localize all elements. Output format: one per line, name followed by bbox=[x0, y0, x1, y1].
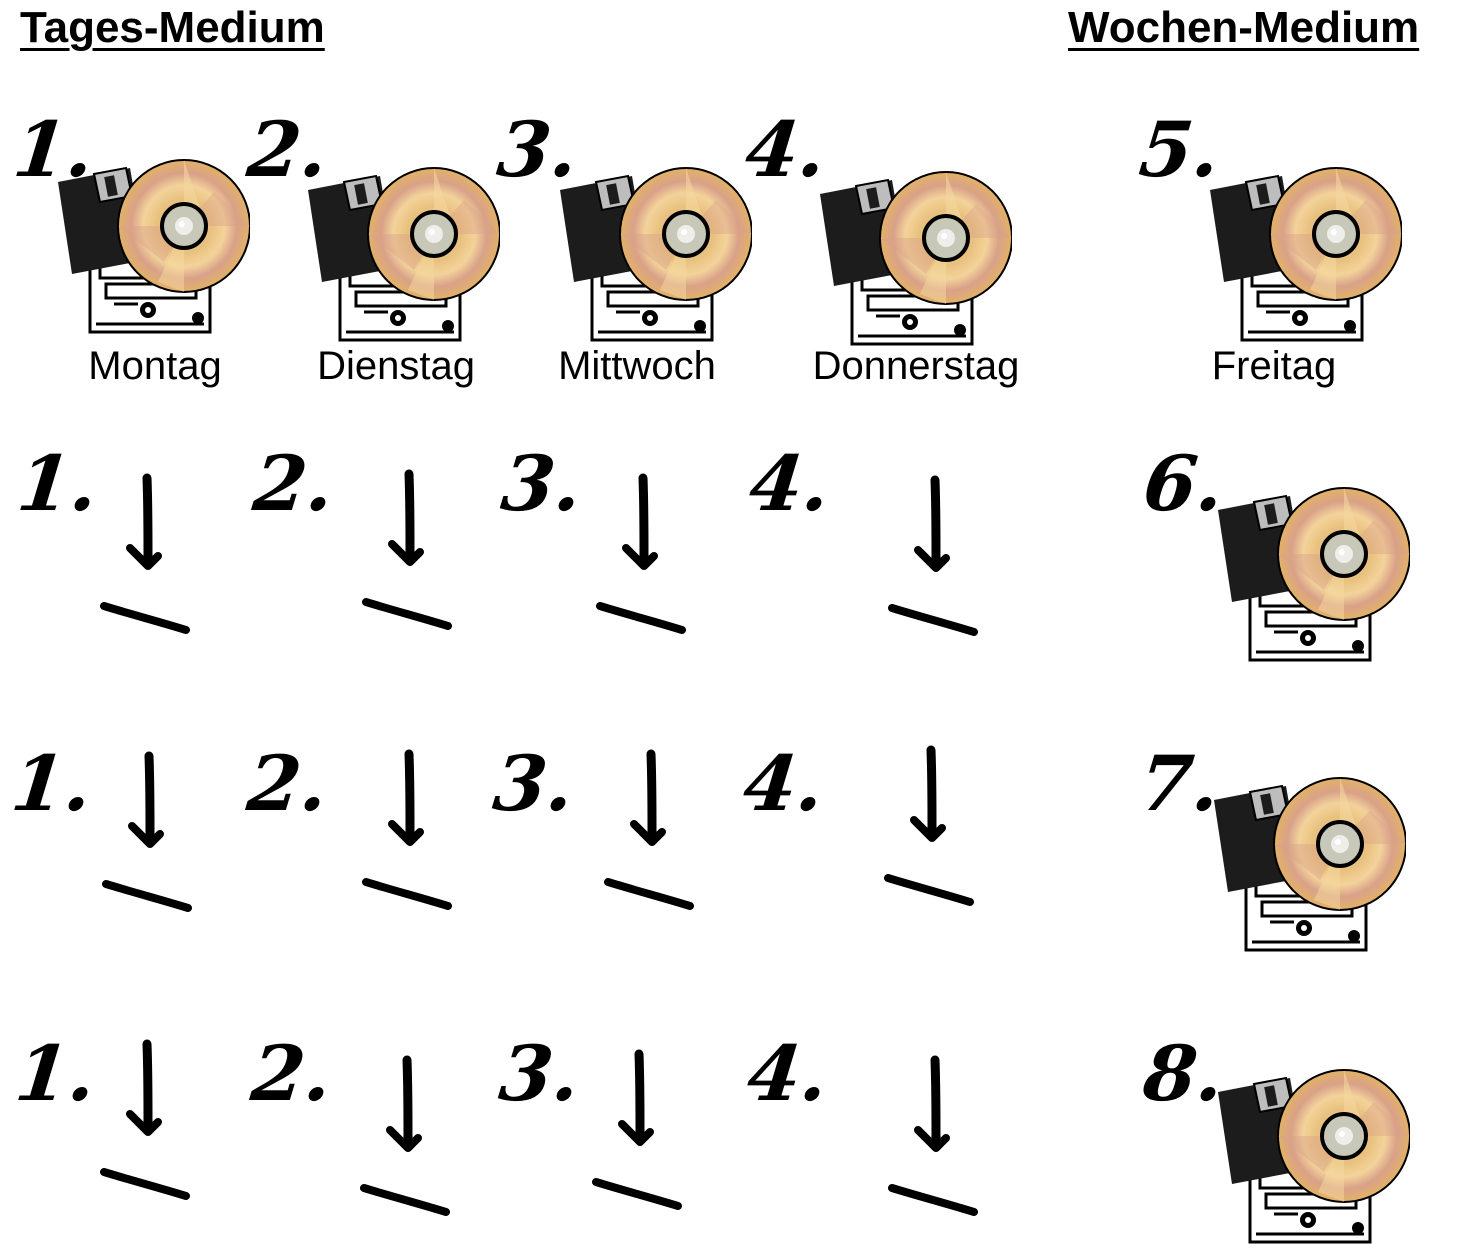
backup-media-icon bbox=[54, 152, 250, 336]
backup-media-icon bbox=[1210, 770, 1406, 954]
day-number-4: 4. bbox=[739, 739, 829, 828]
reuse-marker-icon bbox=[102, 748, 198, 928]
day-label-monday: Montag bbox=[88, 344, 222, 388]
day-number-4: 4. bbox=[743, 1029, 833, 1118]
day-number-2: 2. bbox=[247, 1029, 337, 1118]
backup-media-icon bbox=[304, 160, 500, 344]
reuse-marker-icon bbox=[362, 466, 458, 646]
weekly-media-heading: Wochen-Medium bbox=[1068, 3, 1420, 52]
day-label-friday: Freitag bbox=[1211, 344, 1337, 388]
day-number-3: 3. bbox=[495, 1029, 585, 1118]
day-number-2: 2. bbox=[243, 739, 333, 828]
daily-media-heading: Tages-Medium bbox=[20, 3, 325, 52]
backup-media-icon bbox=[1214, 480, 1410, 664]
day-number-3: 3. bbox=[497, 439, 587, 528]
reuse-marker-icon bbox=[888, 472, 984, 652]
reuse-marker-icon bbox=[100, 470, 196, 650]
reuse-marker-icon bbox=[362, 746, 458, 926]
day-label-tuesday: Dienstag bbox=[317, 344, 475, 388]
day-number-1: 1. bbox=[7, 739, 97, 828]
reuse-marker-icon bbox=[100, 1036, 196, 1216]
day-label-wednesday: Mittwoch bbox=[558, 344, 716, 388]
day-number-1: 1. bbox=[13, 439, 103, 528]
backup-media-icon bbox=[556, 160, 752, 344]
backup-media-icon bbox=[816, 164, 1012, 348]
day-label-thursday: Donnerstag bbox=[812, 344, 1020, 388]
day-number-4: 4. bbox=[745, 439, 835, 528]
reuse-marker-icon bbox=[596, 470, 692, 650]
reuse-marker-icon bbox=[360, 1052, 456, 1232]
backup-media-icon bbox=[1206, 160, 1402, 344]
day-number-1: 1. bbox=[11, 1029, 101, 1118]
reuse-marker-icon bbox=[888, 1052, 984, 1232]
day-number-3: 3. bbox=[489, 739, 579, 828]
backup-media-icon bbox=[1214, 1062, 1410, 1246]
day-number-2: 2. bbox=[249, 439, 339, 528]
reuse-marker-icon bbox=[604, 746, 700, 926]
reuse-marker-icon bbox=[884, 742, 980, 922]
reuse-marker-icon bbox=[592, 1046, 688, 1226]
